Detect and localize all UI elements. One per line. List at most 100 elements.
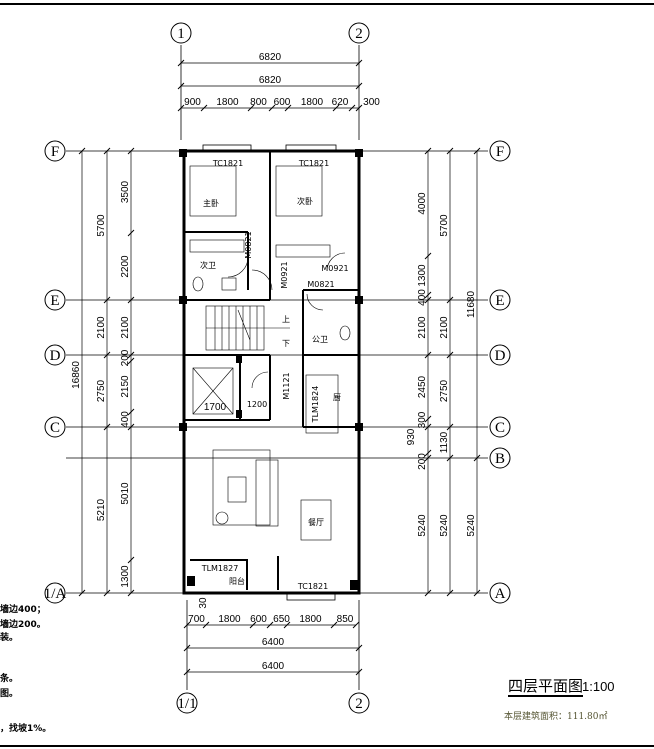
axis-bubble-right-F: F bbox=[489, 140, 511, 162]
dimension-label: 2150 bbox=[120, 375, 131, 398]
opening-label: M0921 bbox=[280, 261, 289, 288]
axis-bubble-left-F: F bbox=[44, 140, 66, 162]
opening-label: TLM1824 bbox=[311, 386, 320, 424]
dimension-label: 850 bbox=[337, 614, 354, 625]
dimension-label: 1800 bbox=[216, 97, 239, 108]
axis-bubble-right-D: D bbox=[489, 344, 511, 366]
axis-bubble-right-A: A bbox=[489, 582, 511, 604]
opening-label: M0921 bbox=[321, 264, 348, 273]
dimension-label: 5240 bbox=[466, 514, 477, 537]
interior-walls bbox=[184, 151, 359, 590]
dimension-label: 2750 bbox=[96, 379, 107, 402]
dimension-label: 1800 bbox=[218, 614, 241, 625]
opening-label: TLM1827 bbox=[201, 564, 239, 573]
dimension-label: 300 bbox=[417, 411, 428, 428]
axis-bubble-2: 2 bbox=[348, 22, 370, 44]
axis-bubble-left-D: D bbox=[44, 344, 66, 366]
axis-bubble-right-E: E bbox=[489, 289, 511, 311]
dimension-label: 2100 bbox=[96, 316, 107, 339]
dimension-label: 800 bbox=[250, 97, 267, 108]
dimension-label: 6400 bbox=[262, 661, 285, 672]
axis-bubble-right-E-label: E bbox=[495, 293, 504, 309]
stair-down-label: 下 bbox=[282, 339, 290, 348]
drawing-scale: 1:100 bbox=[582, 679, 615, 694]
dimension-label: 600 bbox=[274, 97, 291, 108]
dimension-label: 5210 bbox=[96, 498, 107, 521]
axis-bubble-2-label: 2 bbox=[355, 26, 363, 42]
axis-bubble-right-B-label: B bbox=[495, 451, 505, 467]
note-line: ，找坡1%。 bbox=[0, 724, 52, 734]
dimension-label: 6400 bbox=[262, 637, 285, 648]
opening-label: TC1821 bbox=[297, 582, 328, 591]
dimension-label: 200 bbox=[120, 349, 131, 366]
dimension-label: 400 bbox=[120, 411, 131, 428]
exterior-walls bbox=[182, 149, 361, 595]
dimension-label: 930 bbox=[406, 428, 417, 445]
opening-label: M0821 bbox=[307, 280, 334, 289]
dimension-label: 2100 bbox=[439, 316, 450, 339]
axis-bubble-left-E: E bbox=[44, 289, 66, 311]
axis-bubble-1: 1 bbox=[170, 22, 192, 44]
note-line: 装。 bbox=[0, 633, 19, 643]
dimension-label: 400 bbox=[417, 289, 428, 306]
stair-up-label: 上 bbox=[282, 315, 290, 324]
axis-bubble-left-C: C bbox=[44, 416, 66, 438]
dimension-label: 5700 bbox=[439, 214, 450, 237]
doors bbox=[227, 252, 346, 389]
dimension-label: 5240 bbox=[417, 514, 428, 537]
axis-bubble-2-bottom: 2 bbox=[348, 692, 370, 714]
opening-label: TC1821 bbox=[298, 159, 329, 168]
axis-bubble-right-A-label: A bbox=[495, 586, 506, 602]
frame-bottom-line bbox=[0, 745, 654, 747]
dimension-label: 4000 bbox=[417, 192, 428, 215]
dimension-label: 2450 bbox=[417, 375, 428, 398]
dimension-label: 1300 bbox=[120, 565, 131, 588]
dimension-label: 200 bbox=[417, 453, 428, 470]
note-line: 图。 bbox=[0, 689, 19, 699]
axis-bubble-right-D-label: D bbox=[495, 348, 506, 364]
axis-bubble-right-C-label: C bbox=[495, 420, 505, 436]
dimension-label: 600 bbox=[250, 614, 267, 625]
dimension-label: 700 bbox=[188, 614, 205, 625]
dimension-label: 650 bbox=[273, 614, 290, 625]
axis-bubble-right-F-label: F bbox=[496, 144, 504, 160]
dimension-label: 5240 bbox=[439, 514, 450, 537]
furniture bbox=[189, 165, 351, 541]
drawing-title: 四层平面图 bbox=[508, 677, 584, 697]
dimension-label: 900 bbox=[184, 97, 201, 108]
opening-label: M0821 bbox=[244, 231, 253, 258]
stair bbox=[205, 305, 290, 351]
dimension-label: 5010 bbox=[120, 482, 131, 505]
note-line: 墙边200。 bbox=[0, 620, 46, 630]
dimension-label: 2100 bbox=[417, 316, 428, 339]
dimension-label: 300 bbox=[363, 97, 380, 108]
note-line: 条。 bbox=[0, 674, 19, 684]
elevator bbox=[192, 367, 234, 415]
dimension-label: 5700 bbox=[96, 214, 107, 237]
axis-bubble-left-D-label: D bbox=[50, 348, 61, 364]
room-label: 次卧 bbox=[297, 196, 313, 206]
axis-bubble-1-1: 1/1 bbox=[176, 692, 198, 714]
axis-bubble-2-bottom-label: 2 bbox=[355, 696, 363, 712]
dimension-label: 2100 bbox=[120, 316, 131, 339]
room-label: 公卫 bbox=[312, 335, 328, 344]
axis-bubble-right-B: B bbox=[489, 447, 511, 469]
dimension-label: 16860 bbox=[71, 361, 82, 389]
axis-bubble-left-E-label: E bbox=[50, 293, 59, 309]
dimension-label: 1800 bbox=[299, 614, 322, 625]
axis-bubble-left-C-label: C bbox=[50, 420, 60, 436]
note-line: 墙边400； bbox=[0, 605, 46, 615]
dimension-label: 6820 bbox=[259, 52, 282, 63]
elevator-size-label: 1700 bbox=[204, 402, 227, 413]
dimension-label: 2750 bbox=[439, 379, 450, 402]
dimension-label: 30 bbox=[198, 597, 209, 609]
dimension-label: 1800 bbox=[301, 97, 324, 108]
dimension-label: 1300 bbox=[417, 264, 428, 287]
dimension-label: 3500 bbox=[120, 180, 131, 203]
room-label: 主卧 bbox=[203, 198, 219, 208]
dimension-label: 2200 bbox=[120, 255, 131, 278]
room-label: 餐厅 bbox=[308, 518, 324, 527]
axis-bubble-left-F-label: F bbox=[51, 144, 59, 160]
